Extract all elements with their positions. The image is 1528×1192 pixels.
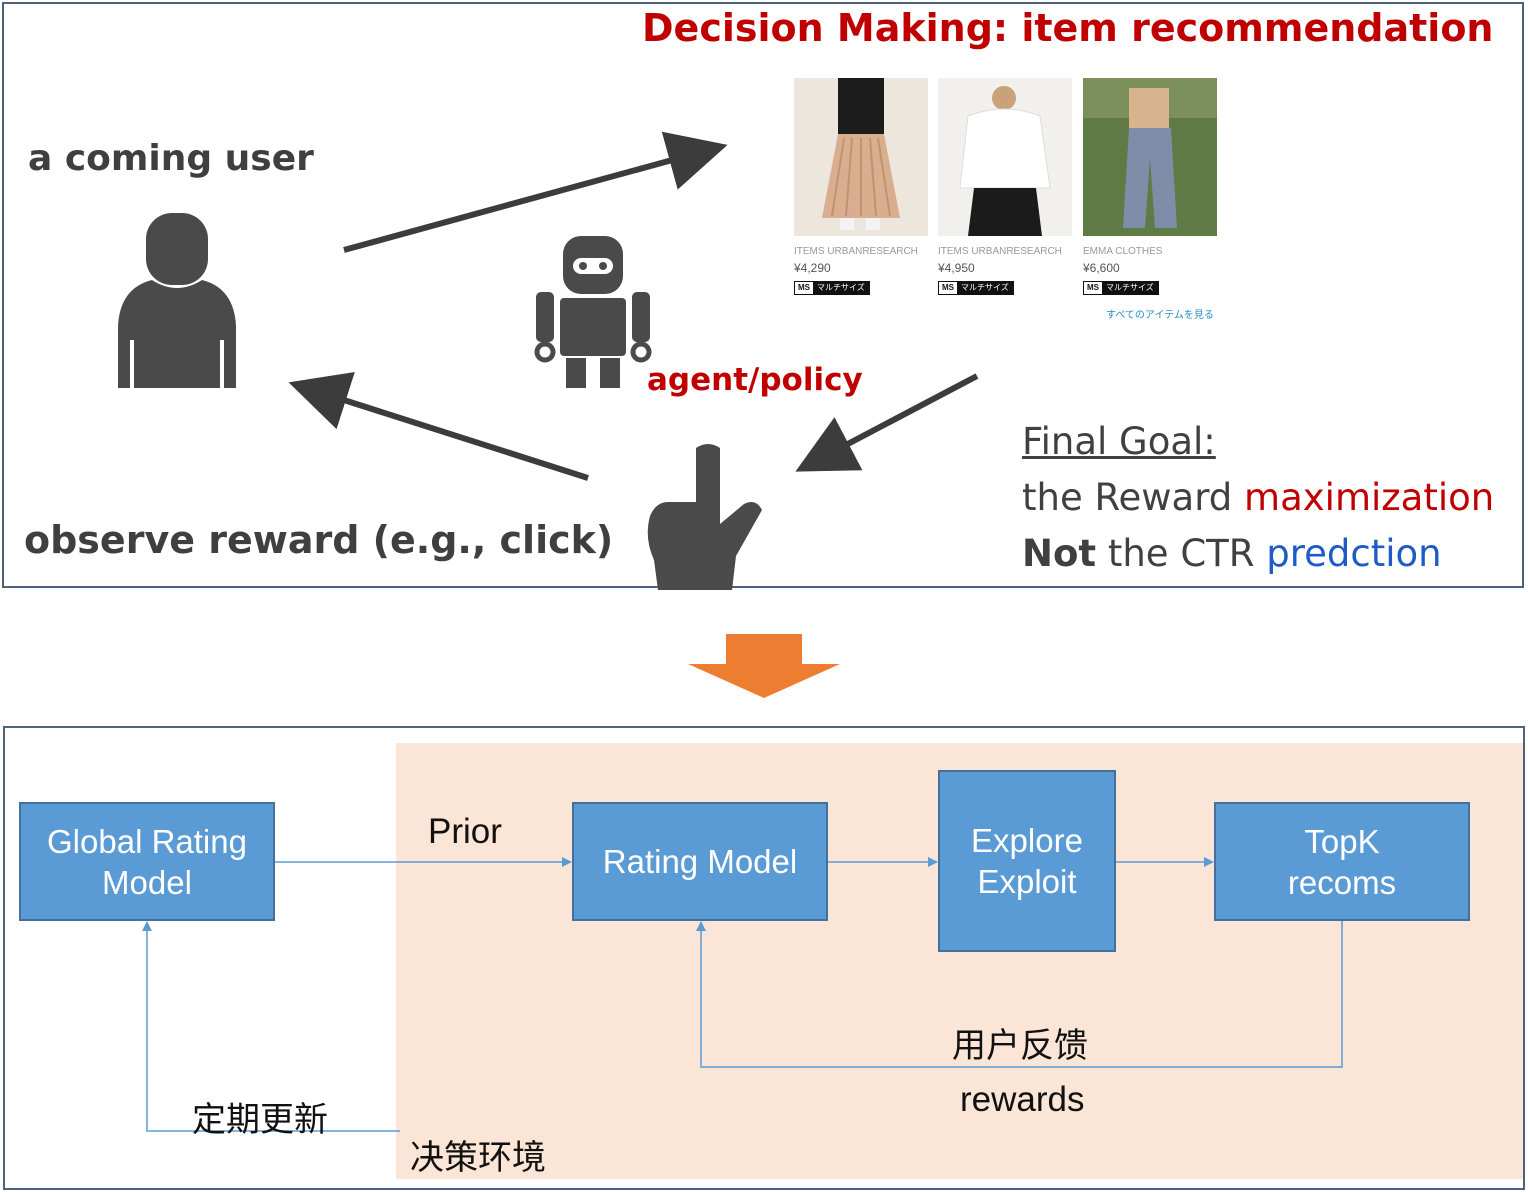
arrow-to-recommendation [343, 131, 728, 253]
global-rating-line1: Global Rating [47, 822, 247, 860]
final-goal-text: Final Goal: the Reward maximization Not … [1022, 414, 1494, 582]
rl-flow-arrows [288, 131, 979, 481]
goal-prediction: predction [1266, 532, 1442, 575]
product-price: ¥6,600 [1083, 261, 1120, 275]
product-brand: ITEMS URBANRESEARCH [794, 246, 918, 257]
click-hand-icon [647, 444, 762, 590]
down-arrow-icon [688, 634, 840, 698]
global-rating-line2: Model [102, 863, 192, 901]
rewards-label: rewards [960, 1080, 1085, 1119]
rating-model-label: Rating Model [602, 843, 798, 880]
robot-icon [534, 236, 652, 388]
periodic-update-label: 定期更新 [192, 1100, 328, 1140]
rating-model-box: Rating Model [572, 802, 828, 921]
goal-line2-a: the Reward [1022, 476, 1245, 519]
prior-label: Prior [428, 812, 502, 851]
product-card-3: EMMA CLOTHES ¥6,600 MS マルチサイズ [1083, 78, 1217, 295]
goal-maximization: maximization [1244, 476, 1495, 519]
product-price: ¥4,290 [794, 261, 831, 275]
product-photo-white-hoodie [938, 78, 1072, 236]
final-goal-heading: Final Goal: [1022, 420, 1216, 463]
multi-size-text: マルチサイズ [813, 282, 869, 294]
multi-size-tag: MS マルチサイズ [794, 281, 870, 295]
goal-not: Not [1022, 532, 1097, 575]
product-card-1: ITEMS URBANRESEARCH ¥4,290 MS マルチサイズ [794, 78, 928, 295]
topk-label: TopK [1304, 822, 1380, 860]
ms-badge: MS [795, 282, 813, 294]
multi-size-text: マルチサイズ [957, 282, 1013, 294]
product-brand: ITEMS URBANRESEARCH [938, 246, 1062, 257]
product-brand: EMMA CLOTHES [1083, 246, 1163, 257]
multi-size-text: マルチサイズ [1102, 282, 1158, 294]
arrow-to-click [795, 373, 979, 472]
see-all-items-link[interactable]: すべてのアイテムを見る [1106, 310, 1214, 321]
flow-connectors [142, 857, 1343, 1132]
system-architecture-panel [3, 726, 1525, 1190]
decision-making-title: Decision Making: item recommendation [642, 6, 1494, 50]
multi-size-tag: MS マルチサイズ [938, 281, 1014, 295]
user-feedback-label: 用户反馈 [952, 1026, 1088, 1066]
ms-badge: MS [939, 282, 957, 294]
user-icon [118, 213, 236, 388]
multi-size-tag: MS マルチサイズ [1083, 281, 1159, 295]
explore-label: Explore [971, 822, 1083, 859]
ms-badge: MS [1084, 282, 1102, 294]
coming-user-label: a coming user [28, 138, 314, 179]
product-photo-blue-pants [1083, 78, 1217, 236]
goal-line3-b: the CTR [1096, 532, 1267, 575]
product-price: ¥4,950 [938, 261, 975, 275]
agent-policy-label: agent/policy [647, 362, 863, 398]
decision-environment-label: 决策环境 [410, 1138, 546, 1178]
arrow-to-user [288, 372, 589, 481]
recoms-label: recoms [1287, 863, 1397, 901]
exploit-label: Exploit [977, 863, 1077, 900]
product-card-2: ITEMS URBANRESEARCH ¥4,950 MS マルチサイズ [938, 78, 1072, 295]
rl-loop-panel [2, 2, 1524, 588]
product-photo-pleated-skirt [794, 78, 928, 236]
observe-reward-label: observe reward (e.g., click) [24, 518, 614, 562]
